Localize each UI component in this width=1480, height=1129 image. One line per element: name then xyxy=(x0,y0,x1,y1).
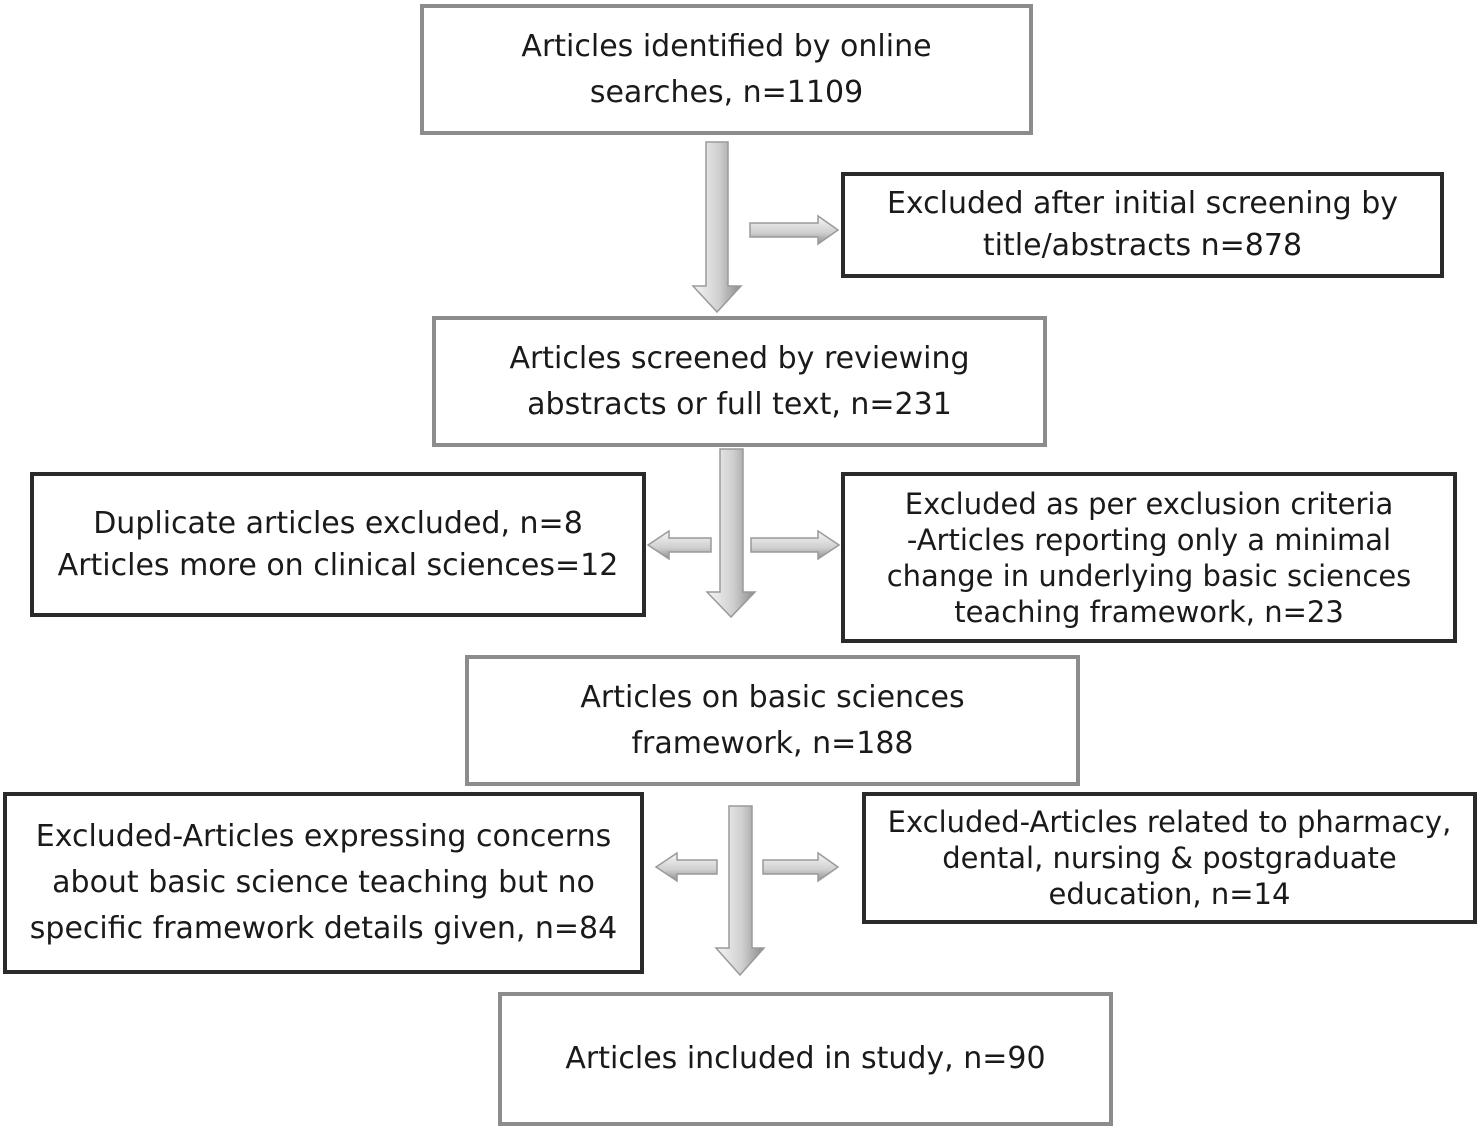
node-basic-framework-line-2: framework, n=188 xyxy=(631,725,914,761)
node-identified-line-2: searches, n=1109 xyxy=(589,74,864,110)
node-excluded-criteria-line-3: change in underlying basic sciences xyxy=(886,558,1412,593)
node-basic-framework: Articles on basic sciences framework, n=… xyxy=(465,655,1080,786)
arrow-left-to-excluded-concerns xyxy=(654,851,718,883)
arrow-down-framework-to-included xyxy=(714,805,766,977)
arrow-right-to-excluded-criteria xyxy=(750,529,841,561)
arrow-down-identified-to-screened xyxy=(691,141,743,314)
node-excluded-concerns-line-3: specific framework details given, n=84 xyxy=(29,911,618,946)
node-duplicates-line-1: Duplicate articles excluded, n=8 xyxy=(93,505,583,541)
node-excluded-pharmacy-line-1: Excluded-Articles related to pharmacy, xyxy=(887,805,1452,839)
node-duplicates-line-2: Articles more on clinical sciences=12 xyxy=(57,547,619,583)
node-excluded-initial-line-2: title/abstracts n=878 xyxy=(982,228,1303,263)
node-excluded-criteria-line-2: -Articles reporting only a minimal xyxy=(906,522,1392,557)
node-excluded-criteria: Excluded as per exclusion criteria -Arti… xyxy=(841,472,1457,643)
node-included-line-1: Articles included in study, n=90 xyxy=(565,1041,1046,1076)
node-excluded-concerns: Excluded-Articles expressing concerns ab… xyxy=(3,792,644,974)
node-excluded-pharmacy: Excluded-Articles related to pharmacy, d… xyxy=(862,792,1477,924)
node-basic-framework-line-1: Articles on basic sciences xyxy=(580,679,965,715)
node-excluded-concerns-line-2: about basic science teaching but no xyxy=(52,865,595,900)
arrow-right-to-excluded-initial xyxy=(749,214,840,246)
node-excluded-criteria-line-1: Excluded as per exclusion criteria xyxy=(904,486,1394,521)
arrow-right-to-excluded-pharmacy xyxy=(762,851,840,883)
arrow-left-to-duplicates xyxy=(646,529,712,561)
node-screened-line-2: abstracts or full text, n=231 xyxy=(527,386,952,422)
node-identified: Articles identified by online searches, … xyxy=(420,4,1033,135)
node-excluded-concerns-line-1: Excluded-Articles expressing concerns xyxy=(35,819,612,854)
node-screened-line-1: Articles screened by reviewing xyxy=(509,340,970,376)
node-duplicates: Duplicate articles excluded, n=8 Article… xyxy=(30,472,646,617)
arrow-down-screened-to-framework xyxy=(705,448,757,619)
node-identified-line-1: Articles identified by online xyxy=(521,28,932,64)
node-excluded-criteria-line-4: teaching framework, n=23 xyxy=(954,594,1344,629)
node-excluded-initial-line-1: Excluded after initial screening by xyxy=(886,186,1399,221)
node-excluded-pharmacy-line-2: dental, nursing & postgraduate xyxy=(942,841,1397,875)
node-included: Articles included in study, n=90 xyxy=(498,992,1113,1126)
node-excluded-initial: Excluded after initial screening by titl… xyxy=(841,172,1444,278)
node-screened: Articles screened by reviewing abstracts… xyxy=(432,316,1047,447)
node-excluded-pharmacy-line-3: education, n=14 xyxy=(1048,877,1291,911)
